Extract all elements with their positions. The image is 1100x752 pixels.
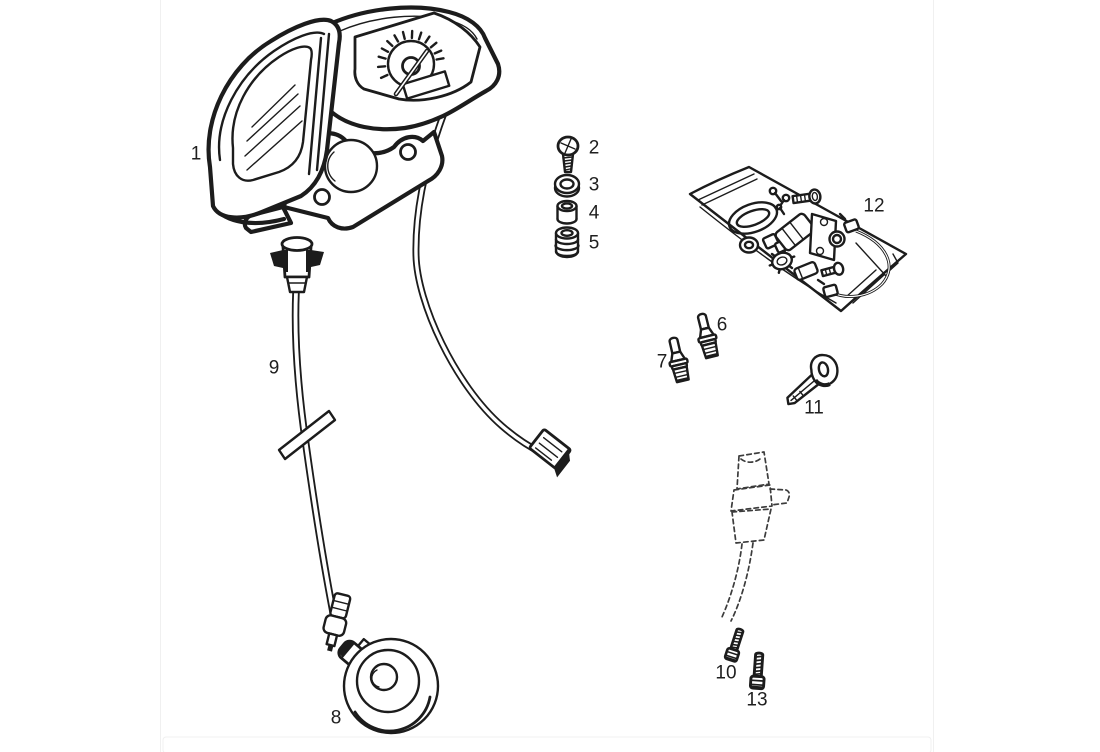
spacer-part4 (556, 199, 578, 225)
part-label-6: 6 (717, 315, 728, 336)
dial-ticks (376, 29, 445, 80)
bracket-hole-right (399, 143, 417, 161)
key (786, 353, 839, 406)
bracket-hole-left (313, 188, 331, 206)
kit-screw-bottom (820, 261, 845, 278)
cable-ferrule (322, 592, 352, 652)
part-label-11: 11 (804, 398, 824, 419)
kit-washer (738, 236, 760, 254)
kit-lock-cylinder (774, 212, 846, 262)
part-label-3: 3 (589, 175, 600, 196)
fastener-column (553, 135, 581, 259)
speedometer-cable (270, 236, 352, 652)
cable-clamp-strap (277, 409, 337, 461)
washer-part3 (553, 173, 581, 198)
part-label-1: 1 (191, 144, 202, 165)
cable-nut (270, 236, 324, 294)
windshield-window (231, 45, 313, 182)
instrument-cluster (206, 5, 502, 235)
part-label-7: 7 (657, 352, 668, 373)
hardware-kit-bag (688, 165, 908, 313)
part-label-9: 9 (269, 358, 280, 379)
screw-part2 (556, 135, 580, 174)
kit-wire (816, 212, 891, 299)
part-label-8: 8 (331, 708, 342, 729)
ignition-lock-phantom (721, 451, 791, 622)
cluster-windshield (206, 17, 342, 220)
kit-small-screws (768, 186, 791, 216)
harness-connector (528, 428, 572, 478)
part-label-5: 5 (589, 233, 600, 254)
part-label-4: 4 (589, 203, 600, 224)
kit-toothed-ring (768, 248, 796, 274)
screw-13 (748, 651, 768, 691)
grommet-part5 (554, 226, 580, 259)
kit-cylinder (793, 261, 819, 281)
part-label-2: 2 (589, 138, 600, 159)
kit-key-ring (727, 201, 779, 235)
part-label-13: 13 (746, 690, 767, 711)
kit-screw-top (791, 188, 822, 205)
screw-10 (723, 626, 748, 664)
part-labels: 1 2 3 4 5 6 7 8 9 10 11 12 13 (191, 138, 885, 729)
speedometer-face (353, 11, 482, 102)
odometer-window (401, 70, 451, 100)
bulb-7 (662, 334, 693, 385)
speedometer-drive (337, 637, 440, 735)
gauge-hole (323, 138, 379, 194)
part-label-10: 10 (715, 663, 736, 684)
page-edges (160, 0, 934, 752)
part-label-12: 12 (863, 196, 884, 217)
